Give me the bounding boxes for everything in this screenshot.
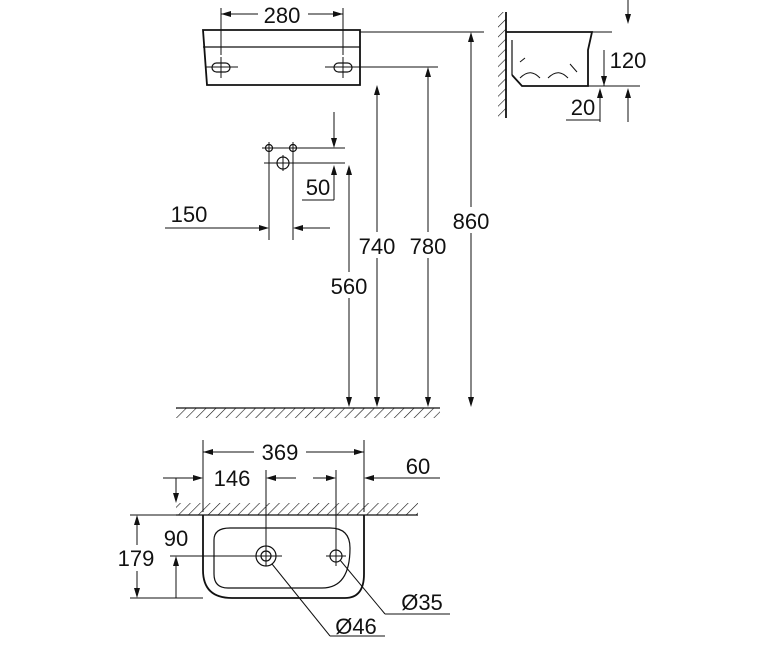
dimension-plan-60: 60 [406, 454, 430, 479]
dimension-plan-width: 369 [262, 440, 299, 465]
dimension-height-560: 560 [331, 274, 368, 299]
dimension-side-height: 120 [610, 48, 647, 73]
hole-layout: 50 150 [165, 112, 345, 240]
front-view: 280 [202, 2, 438, 86]
dimension-front-width: 280 [264, 3, 301, 28]
floor-line [176, 407, 440, 418]
side-view: 120 20 [498, 0, 652, 122]
dimension-plan-146: 146 [214, 466, 251, 491]
tap-diameter-label: Ø46 [335, 614, 377, 639]
dimension-plan-90: 90 [164, 526, 188, 551]
dimension-plan-depth: 179 [118, 546, 155, 571]
drain-diameter-label: Ø35 [401, 590, 443, 615]
dimension-hole-offset: 150 [171, 202, 208, 227]
dimension-height-780: 780 [410, 234, 447, 259]
mounting-slot-left [205, 57, 238, 78]
dimension-side-offset: 20 [571, 95, 595, 120]
mounting-slot-right [325, 57, 438, 78]
dimension-hole-spacing: 50 [306, 175, 330, 200]
dimension-height-860: 860 [453, 209, 490, 234]
height-dimensions: 560 740 780 860 [326, 31, 494, 407]
dimension-height-740: 740 [359, 234, 396, 259]
plan-view: 369 146 60 90 179 Ø35 Ø46 [112, 440, 450, 639]
